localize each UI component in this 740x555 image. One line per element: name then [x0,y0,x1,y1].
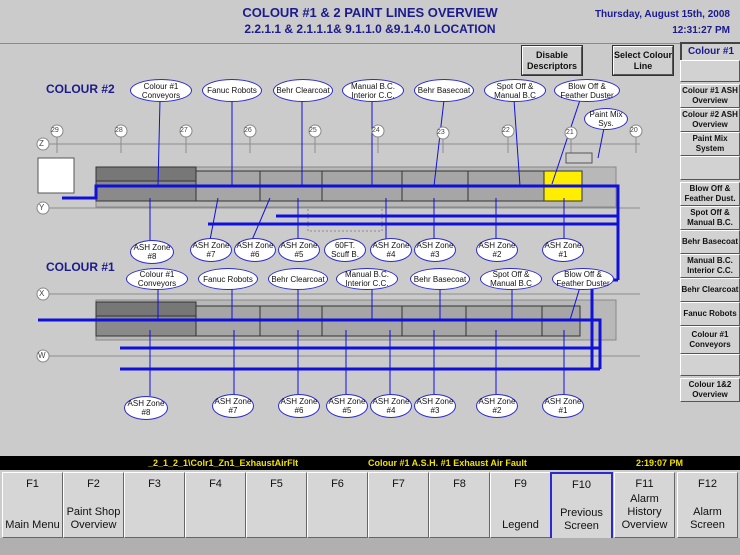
f4-button[interactable]: F4 [185,472,246,538]
c1-label-conveyors[interactable]: Colour #1 Conveyors [126,268,188,290]
column-22: 22 [502,127,510,134]
alarm-tag: _2_1_2_1\Colr1_Zn1_ExhaustAirFlt [148,458,299,468]
c2-ash-zone-8[interactable]: ASH Zone #8 [130,240,174,264]
f5-button[interactable]: F5 [246,472,307,538]
c2-label-spot-off[interactable]: Spot Off & Manual B.C [484,79,546,102]
c1-ash-zone-2[interactable]: ASH Zone #2 [476,394,518,418]
sidebar-item-colour-1-2-overview[interactable]: Colour 1&2 Overview [680,378,740,402]
sidebar-item-behr-clearcoat[interactable]: Behr Clearcoat [680,278,740,302]
page-subtitle: 2.2.1.1 & 2.1.1.1& 9.1.1.0 &9.1.4.0 LOCA… [244,22,496,36]
grid-label-y: Y [39,203,45,212]
c2-ash-zone-3[interactable]: ASH Zone #3 [414,238,456,262]
colour1-section-label: COLOUR #1 [46,260,115,274]
colour2-conveyor-booth[interactable] [95,166,197,182]
c1-ash-zone-4[interactable]: ASH Zone #4 [370,394,412,418]
colour2-entry-box [37,157,75,194]
colour2-section-label: COLOUR #2 [46,82,115,96]
c2-label-fanuc[interactable]: Fanuc Robots [202,79,262,102]
f8-button[interactable]: F8 [429,472,490,538]
page-title: COLOUR #1 & 2 PAINT LINES OVERVIEW [242,5,498,20]
c1-label-spot-off[interactable]: Spot Off & Manual B.C [480,268,542,290]
grid-label-w: W [38,351,46,360]
c1-label-clearcoat[interactable]: Behr Clearcoat [268,268,328,290]
header-divider [0,43,740,44]
c1-ash-zone-1[interactable]: ASH Zone #1 [542,394,584,418]
c2-ash-zone-7[interactable]: ASH Zone #7 [190,238,232,262]
c2-label-paint-mix[interactable]: Paint Mix Sys. [584,108,628,130]
c2-label-conveyors[interactable]: Colour #1 Conveyors [130,79,192,102]
alarm-time: 2:19:07 PM [636,458,684,468]
column-26: 26 [244,127,252,134]
disable-descriptors-button[interactable]: Disable Descriptors [521,45,583,76]
c1-label-blow-off[interactable]: Blow Off & Feather Duster [552,268,614,290]
column-23: 23 [437,129,445,136]
sidebar-item-blow-off[interactable]: Blow Off & Feather Dust. [680,182,740,206]
paint-line-diagram [36,99,643,396]
c1-ash-zone-8[interactable]: ASH Zone #8 [124,396,168,420]
alarm-message: Colour #1 A.S.H. #1 Exhaust Air Fault [368,458,527,468]
time-display: 12:31:27 PM [672,25,730,36]
column-28: 28 [115,127,123,134]
f6-button[interactable]: F6 [307,472,368,538]
column-25: 25 [309,127,317,134]
column-20: 20 [630,127,638,134]
date-display: Thursday, August 15th, 2008 [594,9,730,20]
sidebar-item-paint-mix[interactable]: Paint Mix System [680,132,740,156]
column-24: 24 [372,127,380,134]
c2-scuff-booth[interactable]: 60FT. Scuff B. [324,238,366,262]
sidebar-item-colour1-ash[interactable]: Colour #1 ASH Overview [680,84,740,108]
colour1-conveyor-booth[interactable] [95,301,197,317]
c1-label-basecoat[interactable]: Behr Basecoat [410,268,470,290]
c2-label-basecoat[interactable]: Behr Basecoat [414,79,474,102]
c2-label-clearcoat[interactable]: Behr Clearcoat [273,79,333,102]
sidebar-item-spot-off[interactable]: Spot Off & Manual B.C. [680,206,740,230]
c2-label-manual-bc[interactable]: Manual B.C. Interior C.C. [342,79,404,102]
grid-label-x: X [39,289,45,298]
c2-ash-zone-4[interactable]: ASH Zone #4 [370,238,412,262]
scuff-booth-outline [307,206,383,232]
c2-ash-zone-6[interactable]: ASH Zone #6 [234,238,276,262]
grid-label-z: Z [39,139,44,148]
sidebar-item-conveyors[interactable]: Colour #1 Conveyors [680,326,740,354]
c2-ash-zone-2[interactable]: ASH Zone #2 [476,238,518,262]
c1-ash-zone-5[interactable]: ASH Zone #5 [326,394,368,418]
paint-mix-unit [565,152,593,164]
sidebar-item-fanuc-robots[interactable]: Fanuc Robots [680,302,740,326]
c2-ash-zone-1[interactable]: ASH Zone #1 [542,238,584,262]
c2-ash-zone-5[interactable]: ASH Zone #5 [278,238,320,262]
c1-ash-zone-7[interactable]: ASH Zone #7 [212,394,254,418]
bottom-bar [0,538,740,555]
f3-button[interactable]: F3 [124,472,185,538]
column-21: 21 [566,129,574,136]
column-29: 29 [51,127,59,134]
sidebar-item-manual-bc[interactable]: Manual B.C. Interior C.C. [680,254,740,278]
alarm-status-bar[interactable]: _2_1_2_1\Colr1_Zn1_ExhaustAirFlt Colour … [0,456,740,470]
c1-label-fanuc[interactable]: Fanuc Robots [198,268,258,290]
c1-ash-zone-6[interactable]: ASH Zone #6 [278,394,320,418]
c1-ash-zone-3[interactable]: ASH Zone #3 [414,394,456,418]
c2-label-blow-off[interactable]: Blow Off & Feather Duster [554,79,620,102]
column-27: 27 [180,127,188,134]
f7-button[interactable]: F7 [368,472,429,538]
c1-label-manual-bc[interactable]: Manual B.C. Interior C.C. [336,268,398,290]
sidebar-item-behr-basecoat[interactable]: Behr Basecoat [680,230,740,254]
select-colour-line-button[interactable]: Select Colour Line [612,45,674,76]
